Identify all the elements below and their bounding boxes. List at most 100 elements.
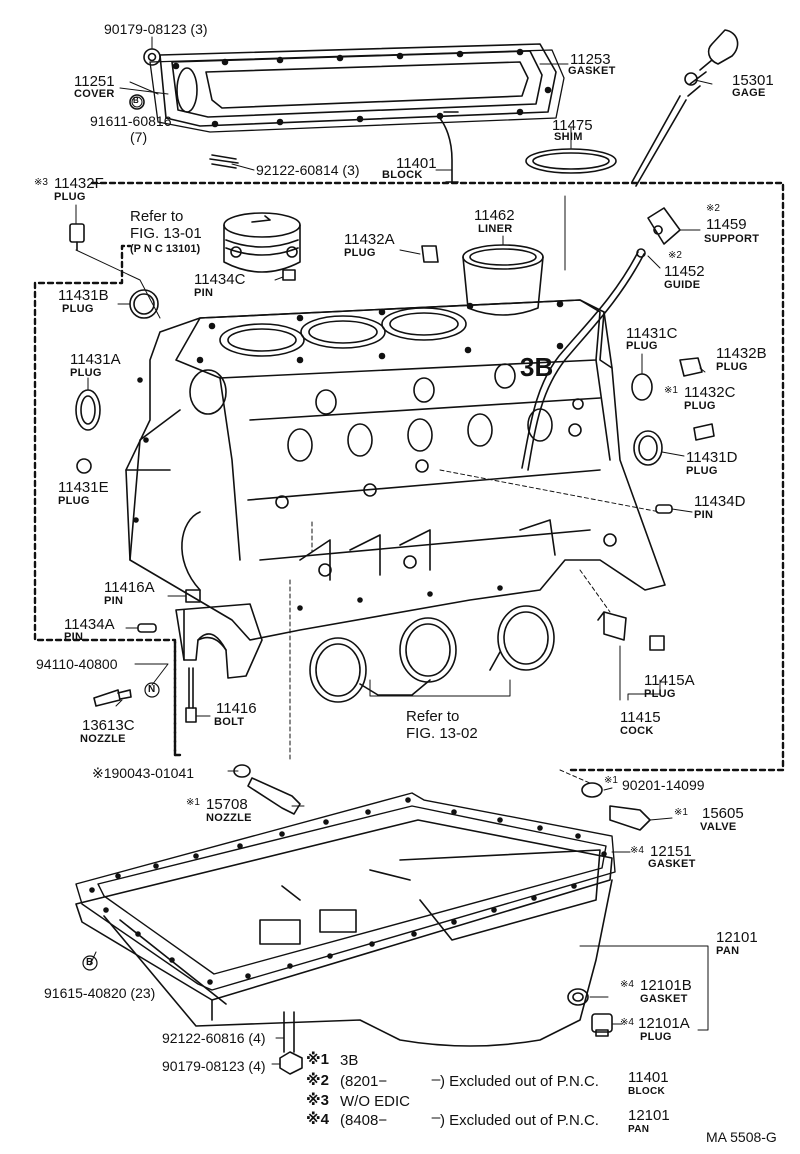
figure-code: MA 5508-G <box>706 1129 777 1145</box>
label-11251-num: 11251 <box>74 73 115 90</box>
label-13613C-name: NOZZLE <box>80 733 126 745</box>
pin-11434A <box>137 623 157 633</box>
label-11416-name: BOLT <box>214 716 245 728</box>
label-11432B-name: PLUG <box>716 361 748 373</box>
breather-pipe <box>437 111 459 183</box>
label-11415-name: COCK <box>620 725 654 737</box>
cylinder-block-11401 <box>125 299 666 641</box>
label-11452-name: GUIDE <box>664 279 701 291</box>
nut-90179-top <box>143 48 161 66</box>
label-11431A-name: PLUG <box>70 367 102 379</box>
label-12151-mark: ※4 <box>630 845 644 856</box>
label-11431A-num: 11431A <box>70 351 121 368</box>
piston-reference <box>223 212 301 273</box>
gasket-90201 <box>581 782 603 798</box>
note-1-text: 3B <box>340 1052 359 1069</box>
bearing-cap <box>175 603 263 679</box>
plug-11432A <box>421 245 439 263</box>
label-11432F-mark: ※3 <box>34 177 48 188</box>
label-11434D-name: PIN <box>694 509 714 521</box>
label-15605-num: 15605 <box>702 805 744 822</box>
callout-b-circle-1 <box>131 96 143 108</box>
note-2-pnc: 11401 <box>628 1069 669 1086</box>
oil-pan-gasket-12151 <box>75 792 616 991</box>
label-11431D-name: PLUG <box>686 465 718 477</box>
plug-11431D <box>633 430 663 466</box>
label-92122-bottom: 92122-60816 (4) <box>162 1030 266 1046</box>
label-11431B-name: PLUG <box>62 303 94 315</box>
label-12101B-mark: ※4 <box>620 979 634 990</box>
label-91615: 91615-40820 (23) <box>44 985 156 1001</box>
label-12101A-mark: ※4 <box>620 1017 634 1028</box>
note-2-mark: ※2 <box>306 1072 329 1089</box>
label-11459-num: 11459 <box>706 216 747 233</box>
label-15301-name: GAGE <box>732 87 766 99</box>
label-11432F-name: PLUG <box>54 191 86 203</box>
refer-fig-13-01: Refer to FIG. 13-01 (P N C 13101) <box>130 208 202 255</box>
side-cover-gasket-11253 <box>149 49 565 133</box>
nozzle-15708 <box>247 777 301 815</box>
label-11431C-num: 11431C <box>626 325 678 342</box>
note-1-mark: ※1 <box>306 1051 329 1068</box>
label-11459-name: SUPPORT <box>704 233 760 245</box>
label-12101A-name: PLUG <box>640 1031 672 1043</box>
label-15605-name: VALVE <box>700 821 737 833</box>
refer-fig-13-01-line2: FIG. 13-01 <box>130 225 202 243</box>
label-11432A-name: PLUG <box>344 247 376 259</box>
label-15605-mark: ※1 <box>674 807 688 818</box>
label-12151-num: 12151 <box>650 843 692 860</box>
block-group-boundary <box>33 181 785 772</box>
label-11253-num: 11253 <box>570 51 611 68</box>
shim-11475 <box>525 148 617 174</box>
label-11401-name: BLOCK <box>382 169 423 181</box>
label-11416-num: 11416 <box>216 700 257 717</box>
label-11431E-name: PLUG <box>58 495 90 507</box>
block-3b-mark: 3B <box>520 352 554 382</box>
note-3-text: W/O EDIC <box>340 1093 410 1110</box>
refer-fig-13-02-line1: Refer to <box>406 708 460 725</box>
leader-brackets <box>369 679 511 697</box>
callout-n: N <box>148 684 156 695</box>
label-11431B-num: 11431B <box>58 287 109 304</box>
label-11434A-num: 11434A <box>64 616 115 633</box>
plug-11415A <box>649 635 665 651</box>
label-11432C-name: PLUG <box>684 400 716 412</box>
plug-11431B <box>129 289 159 319</box>
drain-cock-11415 <box>597 611 627 641</box>
label-90043: ※190043-01041 <box>92 765 195 781</box>
label-90179-bottom: 90179-08123 (4) <box>162 1058 266 1074</box>
callout-n-circle <box>144 682 160 698</box>
label-11475-name: SHIM <box>554 131 583 143</box>
label-11432A-num: 11432A <box>344 231 395 248</box>
label-12101-num: 12101 <box>716 929 758 946</box>
label-11431E-num: 11431E <box>58 479 109 496</box>
label-11432C-num: 11432C <box>684 384 736 401</box>
label-13613C-num: 13613C <box>82 717 135 734</box>
label-12151-name: GASKET <box>648 858 696 870</box>
label-11401-num: 11401 <box>396 155 437 172</box>
label-11432F-num: 11432F <box>54 175 104 192</box>
note-4-pnc-name: PAN <box>628 1124 650 1135</box>
note-4-excluded: ) Excluded out of P.N.C. <box>440 1112 599 1129</box>
label-11416A-name: PIN <box>104 595 124 607</box>
label-11416A-num: 11416A <box>104 579 155 596</box>
plug-11432B <box>679 357 703 377</box>
plug-11431C <box>631 373 653 401</box>
label-11432B-num: 11432B <box>716 345 767 362</box>
callout-b-circle-2 <box>82 955 98 971</box>
label-11434C-name: PIN <box>194 287 214 299</box>
stud-92122-top <box>209 154 239 169</box>
label-11462-num: 11462 <box>474 207 515 224</box>
pan-bolt-holes <box>89 797 607 985</box>
label-11415A-name: PLUG <box>644 688 676 700</box>
label-11253-name: GASKET <box>568 65 616 77</box>
callout-b-2: B <box>86 957 94 968</box>
label-12101-name: PAN <box>716 945 740 957</box>
washer-91611 <box>129 94 145 110</box>
label-12101B-name: GASKET <box>640 993 688 1005</box>
label-15708-name: NOZZLE <box>206 812 252 824</box>
label-91611-num: 91611-60816 <box>90 113 172 129</box>
label-11431C-name: PLUG <box>626 340 658 352</box>
label-11462-name: LINER <box>478 223 513 235</box>
